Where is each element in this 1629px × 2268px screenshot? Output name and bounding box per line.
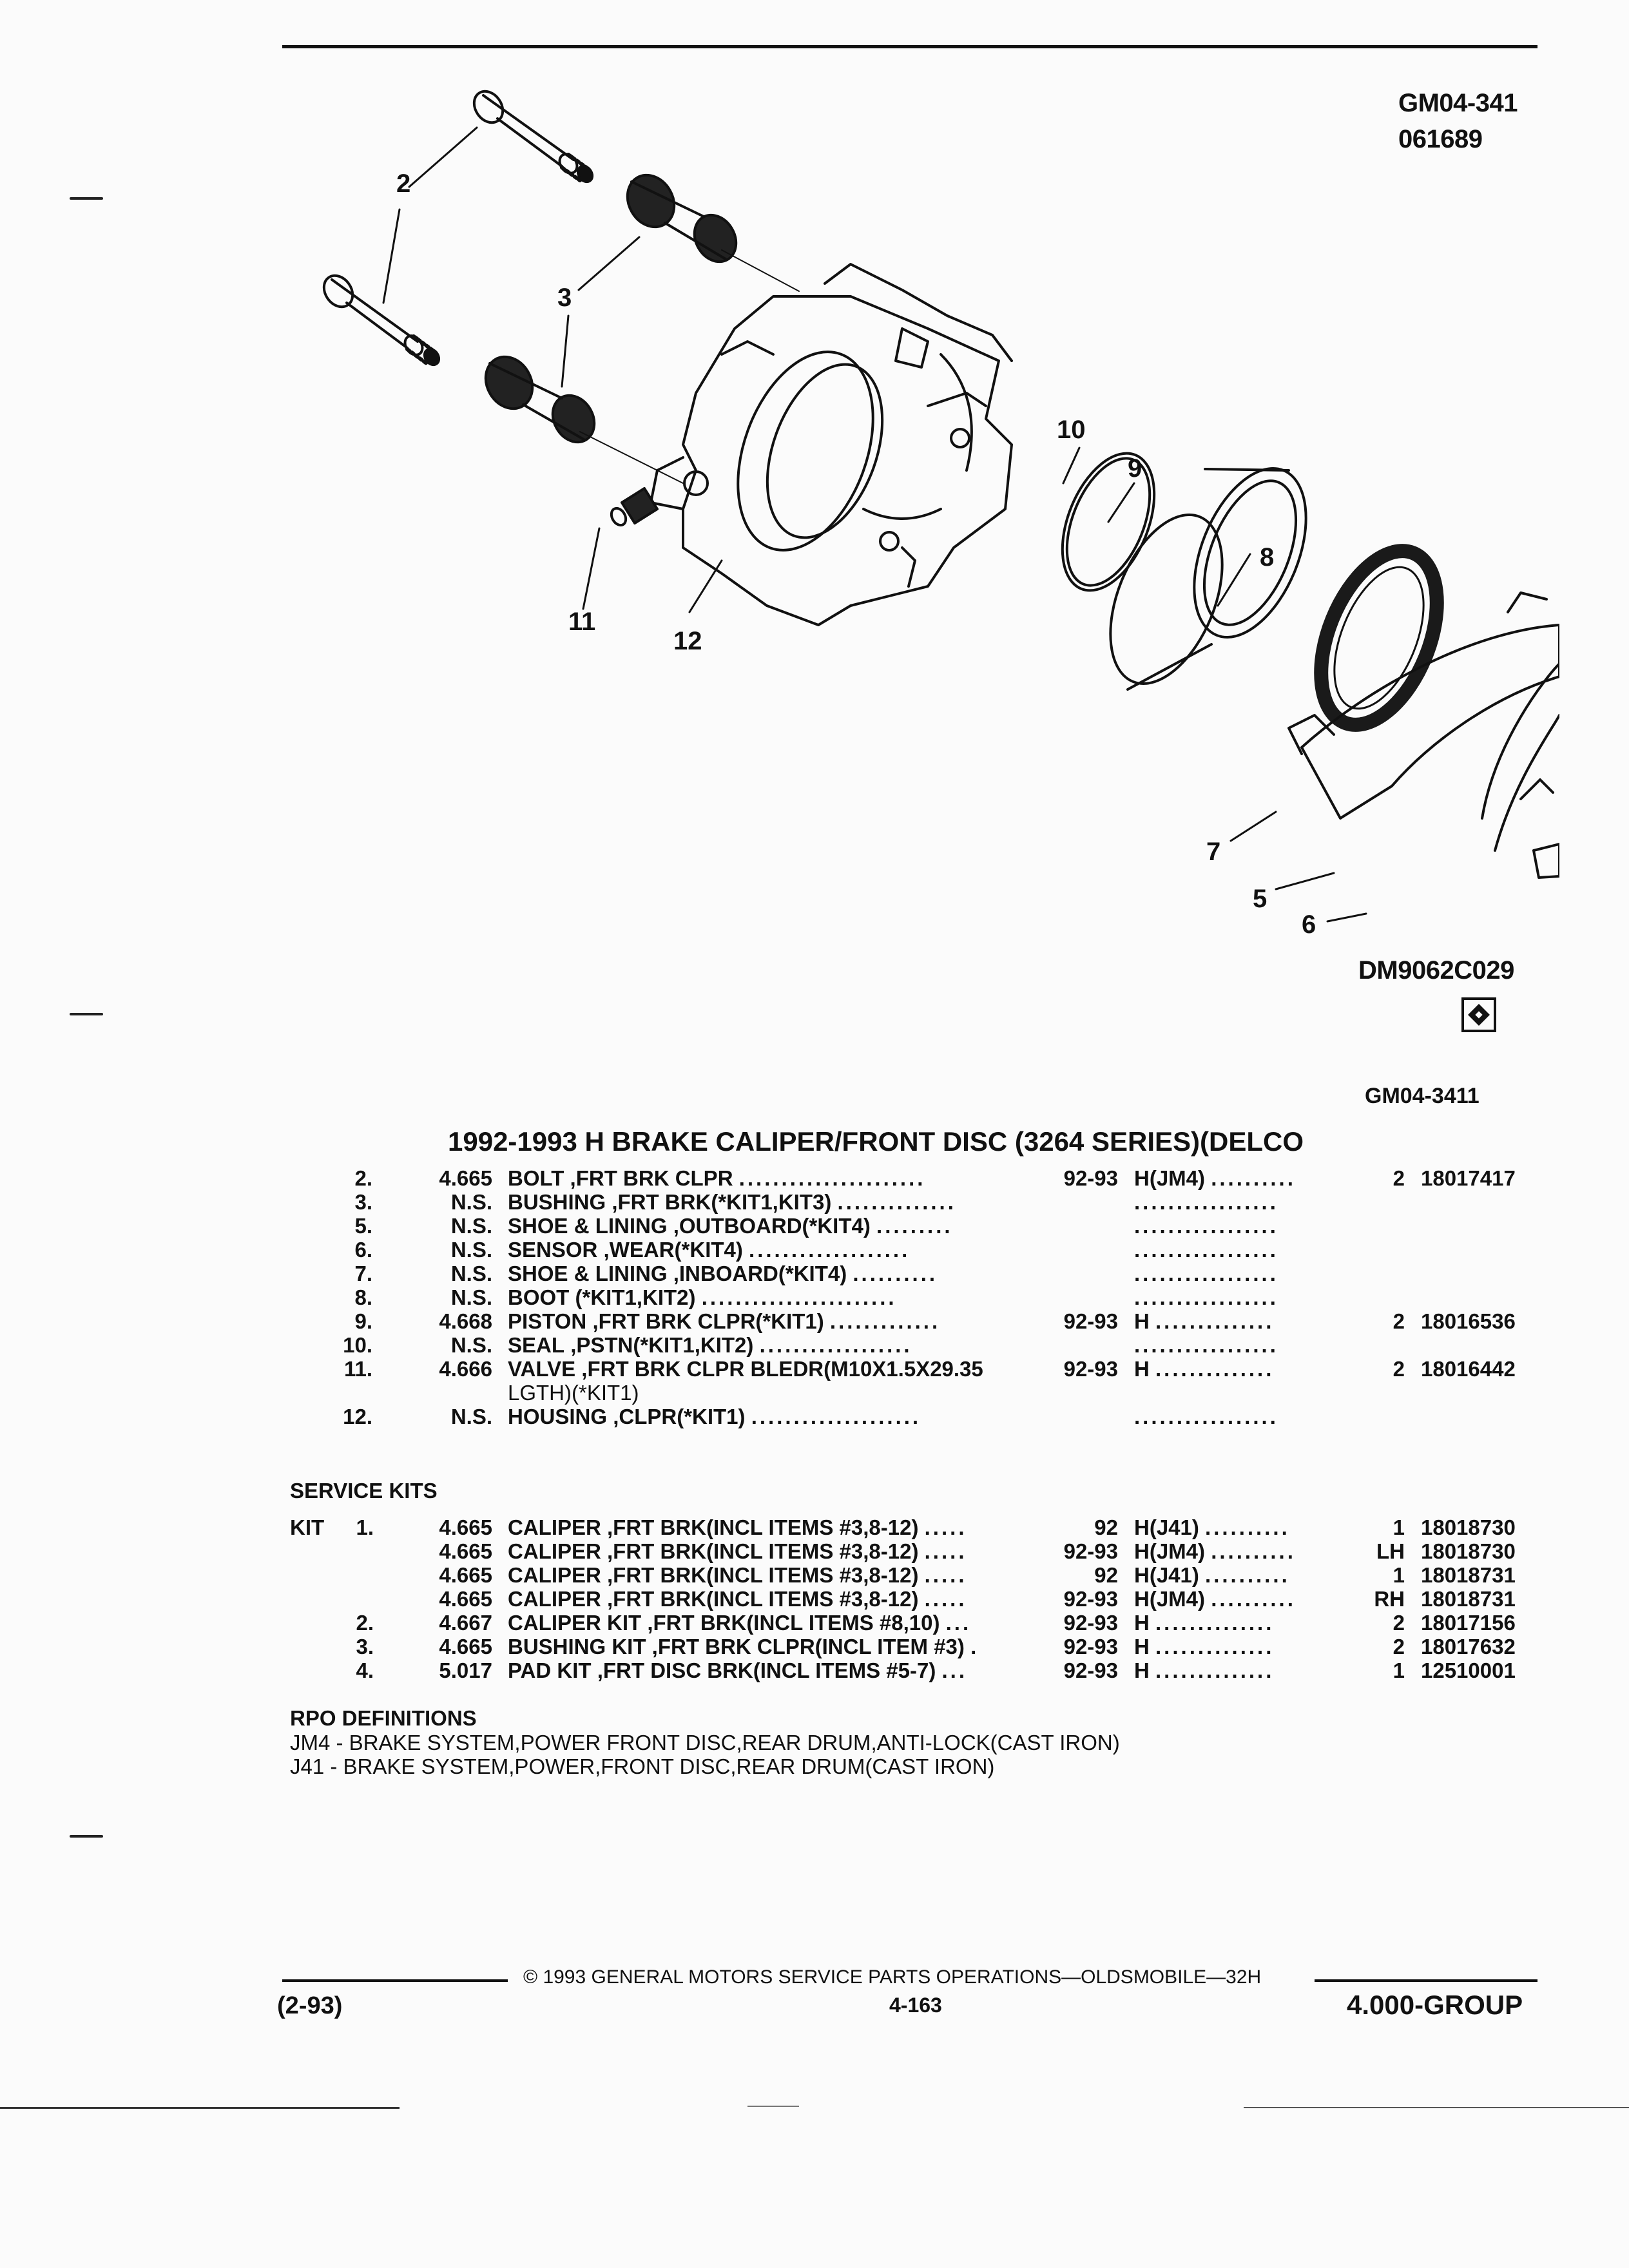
rpo-line: J41 - BRAKE SYSTEM,POWER,FRONT DISC,REAR… — [290, 1754, 995, 1778]
upper-bushing — [626, 173, 738, 264]
table-row: 6. N.S. SENSOR ,WEAR(*KIT4) ............… — [354, 1238, 1278, 1262]
table-row: 2. 4.665 BOLT ,FRT BRK CLPR ............… — [354, 1166, 1516, 1190]
group-label: 4.000-GROUP — [1347, 1990, 1523, 2020]
lower-bushing — [484, 355, 596, 444]
brake-caliper-exploded-diagram: 2 3 10 9 8 11 12 7 5 6 — [322, 90, 1559, 939]
table-row: 3. 4.665 BUSHING KIT ,FRT BRK CLPR(INCL … — [356, 1635, 1516, 1658]
bleeder-valve — [610, 487, 659, 527]
callout-8: 8 — [1260, 543, 1274, 572]
table-row: 5. N.S. SHOE & LINING ,OUTBOARD(*KIT4) .… — [354, 1214, 1278, 1238]
dust-boot — [1314, 544, 1444, 732]
table-row: 8. N.S. BOOT (*KIT1,KIT2) ..............… — [354, 1285, 1278, 1309]
copyright-text: © 1993 GENERAL MOTORS SERVICE PARTS OPER… — [523, 1966, 1262, 1988]
callout-12: 12 — [673, 627, 702, 655]
caliper-housing — [650, 263, 1013, 626]
callout-2: 2 — [396, 169, 410, 198]
table-row: 3. N.S. BUSHING ,FRT BRK(*KIT1,KIT3) ...… — [354, 1190, 1278, 1214]
rpo-line: JM4 - BRAKE SYSTEM,POWER FRONT DISC,REAR… — [290, 1731, 1120, 1754]
footer-rule-left — [282, 1979, 508, 1982]
table-row-continuation: LGTH)(*KIT1) — [508, 1381, 639, 1405]
table-row: 4. 5.017 PAD KIT ,FRT DISC BRK(INCL ITEM… — [356, 1658, 1516, 1682]
footer-rule-right — [1315, 1979, 1537, 1982]
margin-mark — [70, 197, 103, 200]
outboard-shoe — [1481, 662, 1559, 852]
section-title: 1992-1993 H BRAKE CALIPER/FRONT DISC (32… — [448, 1126, 1304, 1157]
top-rule — [282, 45, 1537, 48]
callout-11: 11 — [568, 608, 595, 636]
margin-mark — [70, 1013, 103, 1015]
lower-bolt — [322, 274, 441, 367]
callout-5: 5 — [1253, 885, 1267, 913]
scan-line — [747, 2106, 799, 2107]
inboard-shoe — [1287, 591, 1559, 820]
table-row: 11. 4.666 VALVE ,FRT BRK CLPR BLEDR(M10X… — [343, 1357, 1516, 1381]
piston-seal — [1061, 452, 1156, 592]
piston — [1109, 467, 1307, 691]
callout-6: 6 — [1302, 910, 1316, 939]
table-row: 12. N.S. HOUSING ,CLPR(*KIT1) ..........… — [343, 1405, 1278, 1428]
diamond-symbol-icon — [1461, 997, 1496, 1032]
header-date-code: 061689 — [1398, 125, 1483, 153]
table-row: KIT 1. 4.665 CALIPER ,FRT BRK(INCL ITEMS… — [290, 1515, 1516, 1539]
header-code: GM04-341 — [1398, 89, 1518, 117]
footer-date: (2-93) — [277, 1992, 343, 2019]
table-row: 10. N.S. SEAL ,PSTN(*KIT1,KIT2) ........… — [343, 1333, 1278, 1357]
upper-bolt — [472, 90, 594, 184]
callout-7: 7 — [1206, 838, 1220, 866]
service-kits-heading: SERVICE KITS — [290, 1479, 438, 1503]
table-row: 4.665 CALIPER ,FRT BRK(INCL ITEMS #3,8-1… — [439, 1539, 1516, 1563]
rpo-heading: RPO DEFINITIONS — [290, 1706, 477, 1730]
table-row: 4.665 CALIPER ,FRT BRK(INCL ITEMS #3,8-1… — [439, 1587, 1516, 1611]
callout-9: 9 — [1128, 454, 1142, 483]
page-number: 4-163 — [889, 1994, 942, 2017]
diagram-ref-code: DM9062C029 — [1358, 956, 1514, 985]
table-row: 7. N.S. SHOE & LINING ,INBOARD(*KIT4) ..… — [354, 1262, 1278, 1285]
table-row: 2. 4.667 CALIPER KIT ,FRT BRK(INCL ITEMS… — [356, 1611, 1516, 1635]
table-row: 9. 4.668 PISTON ,FRT BRK CLPR(*KIT1) ...… — [354, 1309, 1516, 1333]
callout-3: 3 — [557, 284, 572, 312]
callout-10: 10 — [1057, 416, 1086, 444]
margin-mark — [70, 1835, 103, 1838]
wear-sensor — [1532, 843, 1559, 879]
scan-line — [1244, 2107, 1629, 2108]
table-row: 4.665 CALIPER ,FRT BRK(INCL ITEMS #3,8-1… — [439, 1563, 1516, 1587]
diagram-sub-code: GM04-3411 — [1365, 1084, 1480, 1108]
scan-line — [0, 2107, 400, 2109]
